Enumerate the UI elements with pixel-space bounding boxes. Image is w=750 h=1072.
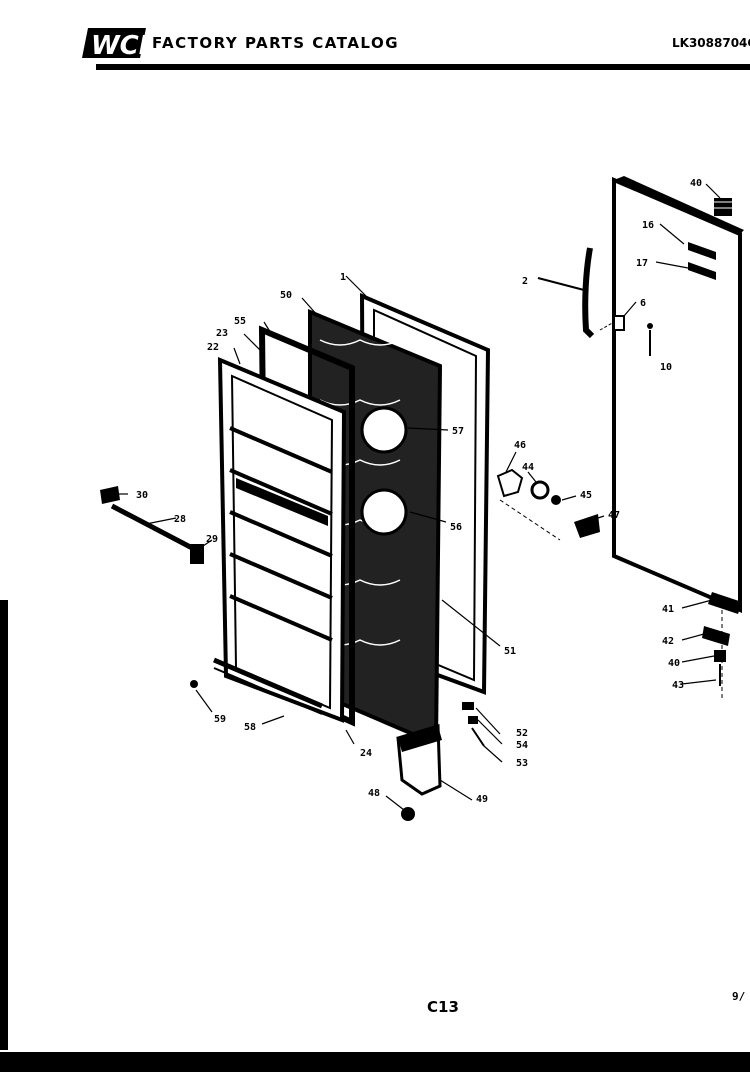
part-label-1: 1	[340, 272, 346, 283]
part-label-40-bottom: 40	[668, 658, 680, 669]
part-label-41: 41	[662, 604, 674, 615]
part-label-45: 45	[580, 490, 592, 501]
part-label-59: 59	[214, 714, 226, 725]
door-handle	[537, 247, 595, 339]
part-label-44: 44	[522, 462, 534, 473]
scan-edge-bottom	[0, 1052, 750, 1072]
catalog-header: WCI FACTORY PARTS CATALOG LK3088704C	[0, 0, 750, 80]
wci-logo: WCI	[82, 28, 148, 60]
part-label-24: 24	[360, 748, 372, 759]
part-label-58: 58	[244, 722, 256, 733]
shelf-bar	[100, 486, 204, 564]
inner-door-shelf-assembly	[217, 356, 347, 723]
part-label-16: 16	[642, 220, 654, 231]
part-label-49: 49	[476, 794, 488, 805]
part-label-56: 56	[450, 522, 462, 533]
part-label-53: 53	[516, 758, 528, 769]
part-label-50: 50	[280, 290, 292, 301]
corner-note: 9/	[732, 990, 746, 1003]
bottom-trim	[213, 657, 323, 715]
part-label-10: 10	[660, 362, 672, 373]
part-label-46: 46	[514, 440, 526, 451]
part-label-51: 51	[504, 646, 516, 657]
handle-bracket	[599, 315, 625, 331]
part-label-22: 22	[207, 342, 219, 353]
part-label-17: 17	[636, 258, 648, 269]
scan-edge-left	[0, 600, 8, 1050]
header-rule	[96, 64, 750, 70]
bottom-hinge	[702, 592, 742, 700]
part-label-54: 54	[516, 740, 528, 751]
small-fasteners	[462, 702, 485, 747]
part-label-6: 6	[640, 298, 646, 309]
part-label-2: 2	[522, 276, 528, 287]
part-label-40-top: 40	[690, 178, 702, 189]
part-label-29: 29	[206, 534, 218, 545]
leader-lines	[112, 183, 721, 811]
top-hinge-cap	[714, 198, 732, 216]
part-label-43: 43	[672, 680, 684, 691]
svg-text:WCI: WCI	[91, 31, 148, 60]
door-outer-panel	[612, 176, 744, 614]
catalog-title: FACTORY PARTS CATALOG	[152, 34, 400, 52]
part-label-55: 55	[234, 316, 246, 327]
latch-assembly	[496, 468, 600, 541]
page-code: C13	[427, 998, 459, 1016]
part-label-30: 30	[136, 490, 148, 501]
trim-screw	[190, 680, 198, 688]
handle-screw	[647, 323, 653, 356]
part-label-57: 57	[452, 426, 464, 437]
part-label-23: 23	[216, 328, 228, 339]
part-label-48: 48	[368, 788, 380, 799]
part-label-28: 28	[174, 514, 186, 525]
model-number: LK3088704C	[672, 36, 750, 50]
bottom-bracket	[396, 724, 442, 821]
part-label-47: 47	[608, 510, 620, 521]
part-label-52: 52	[516, 728, 528, 739]
part-label-42: 42	[662, 636, 674, 647]
